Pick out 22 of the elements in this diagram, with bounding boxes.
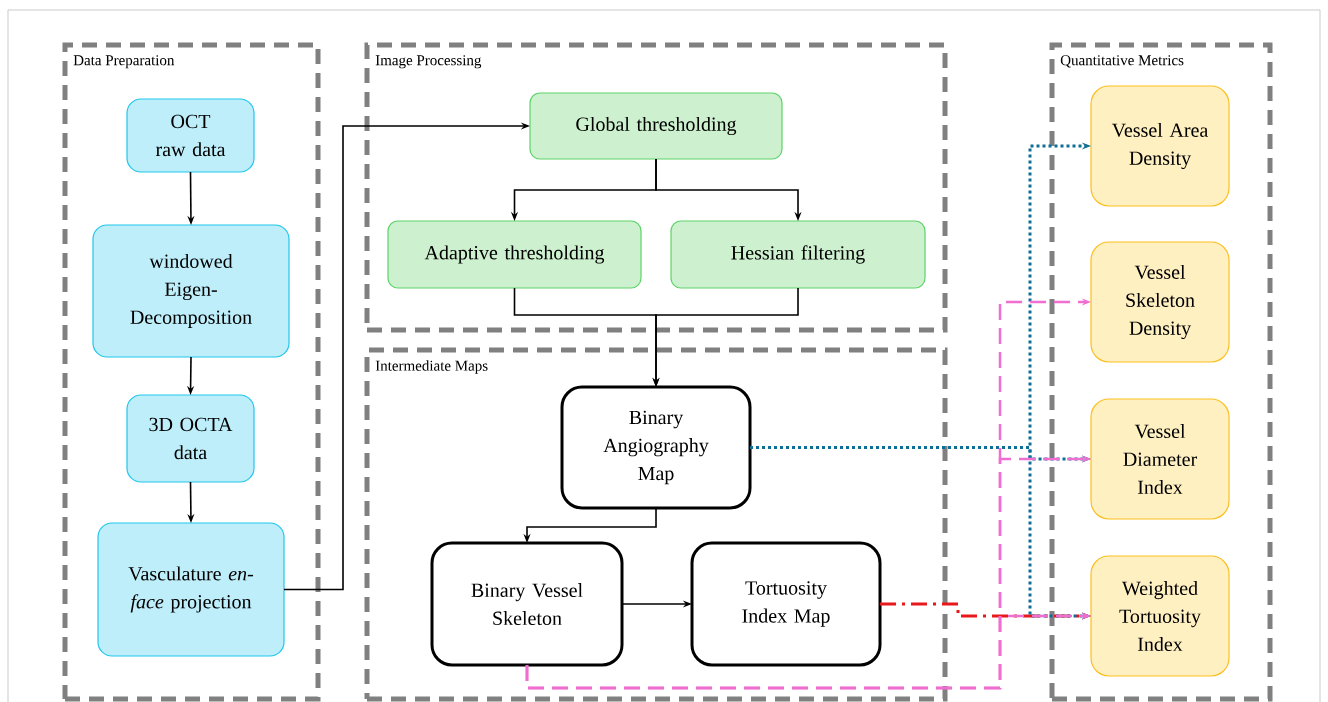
map-box: Binary Angiography Map bbox=[560, 385, 752, 510]
group-frame bbox=[62, 42, 321, 702]
process-box: Global thresholding bbox=[529, 92, 783, 160]
group-heading: Quantitative Metrics bbox=[1060, 55, 1184, 68]
process-box: OCT raw data bbox=[126, 98, 255, 173]
group-heading: Image Processing bbox=[375, 55, 482, 69]
metric-box: Vessel Area Density bbox=[1090, 85, 1230, 207]
metric-box: Weighted Tortuosity Index bbox=[1090, 555, 1230, 677]
group-heading: Intermediate Maps bbox=[375, 360, 488, 374]
group-frame bbox=[1049, 42, 1273, 702]
process-box: Vasculature en-face projection bbox=[97, 522, 285, 657]
process-box: Hessian filtering bbox=[670, 220, 926, 289]
map-box: Tortuosity Index Map bbox=[690, 541, 882, 667]
group-heading: Data Preparation bbox=[73, 55, 175, 69]
process-box: Adaptive thresholding bbox=[387, 220, 642, 289]
group-frame bbox=[364, 42, 948, 333]
process-box: windowed Eigen-Decomposition bbox=[92, 224, 290, 358]
map-box: Binary Vessel Skeleton bbox=[430, 541, 624, 667]
group-frame bbox=[364, 347, 948, 702]
metric-box: Vessel Diameter Index bbox=[1090, 398, 1230, 520]
process-box: 3D OCTA data bbox=[126, 394, 255, 483]
metric-box: Vessel Skeleton Density bbox=[1090, 241, 1230, 363]
